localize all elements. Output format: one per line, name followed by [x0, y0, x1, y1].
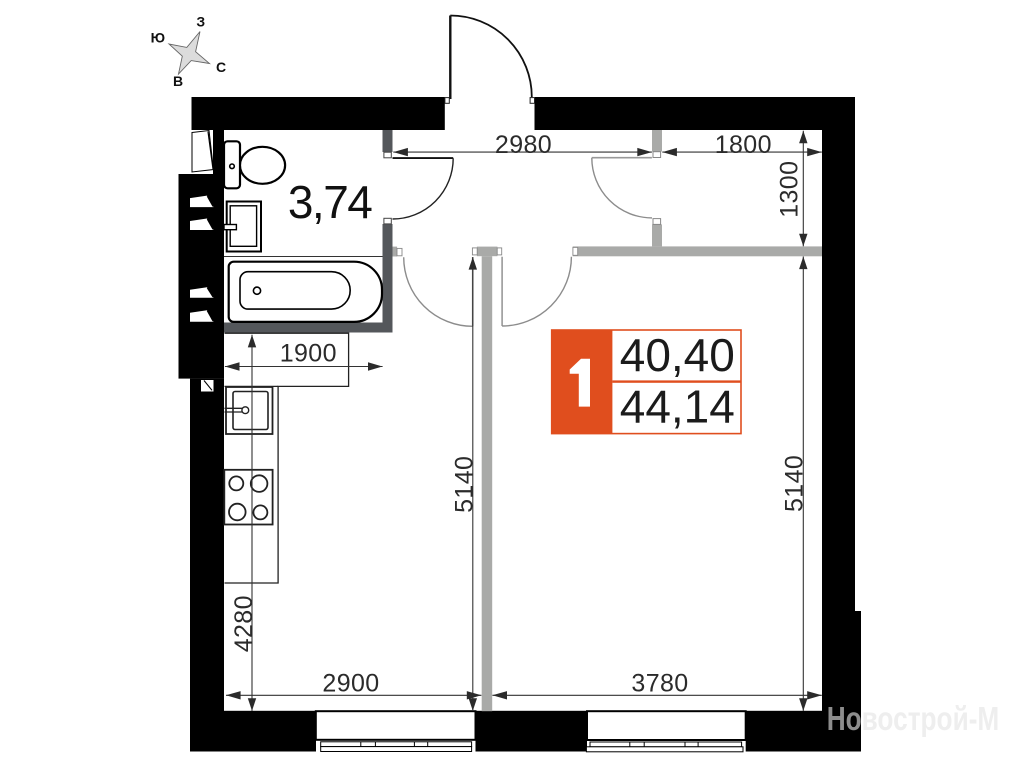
- svg-text:1300: 1300: [776, 161, 804, 218]
- svg-text:В: В: [173, 73, 183, 89]
- svg-text:40,40: 40,40: [620, 329, 735, 381]
- svg-text:З: З: [196, 14, 205, 30]
- svg-text:4280: 4280: [230, 595, 258, 652]
- svg-text:2980: 2980: [495, 131, 552, 159]
- svg-text:1900: 1900: [280, 340, 337, 368]
- svg-text:3,74: 3,74: [288, 176, 372, 228]
- svg-text:44,14: 44,14: [620, 380, 735, 432]
- svg-text:5140: 5140: [780, 455, 808, 512]
- svg-text:5140: 5140: [450, 456, 478, 513]
- svg-text:Новострой-М: Новострой-М: [827, 701, 1000, 738]
- svg-text:Ю: Ю: [151, 30, 165, 46]
- svg-text:2900: 2900: [322, 670, 379, 698]
- svg-text:С: С: [216, 59, 226, 75]
- svg-text:3780: 3780: [631, 670, 688, 698]
- svg-text:1800: 1800: [715, 131, 772, 159]
